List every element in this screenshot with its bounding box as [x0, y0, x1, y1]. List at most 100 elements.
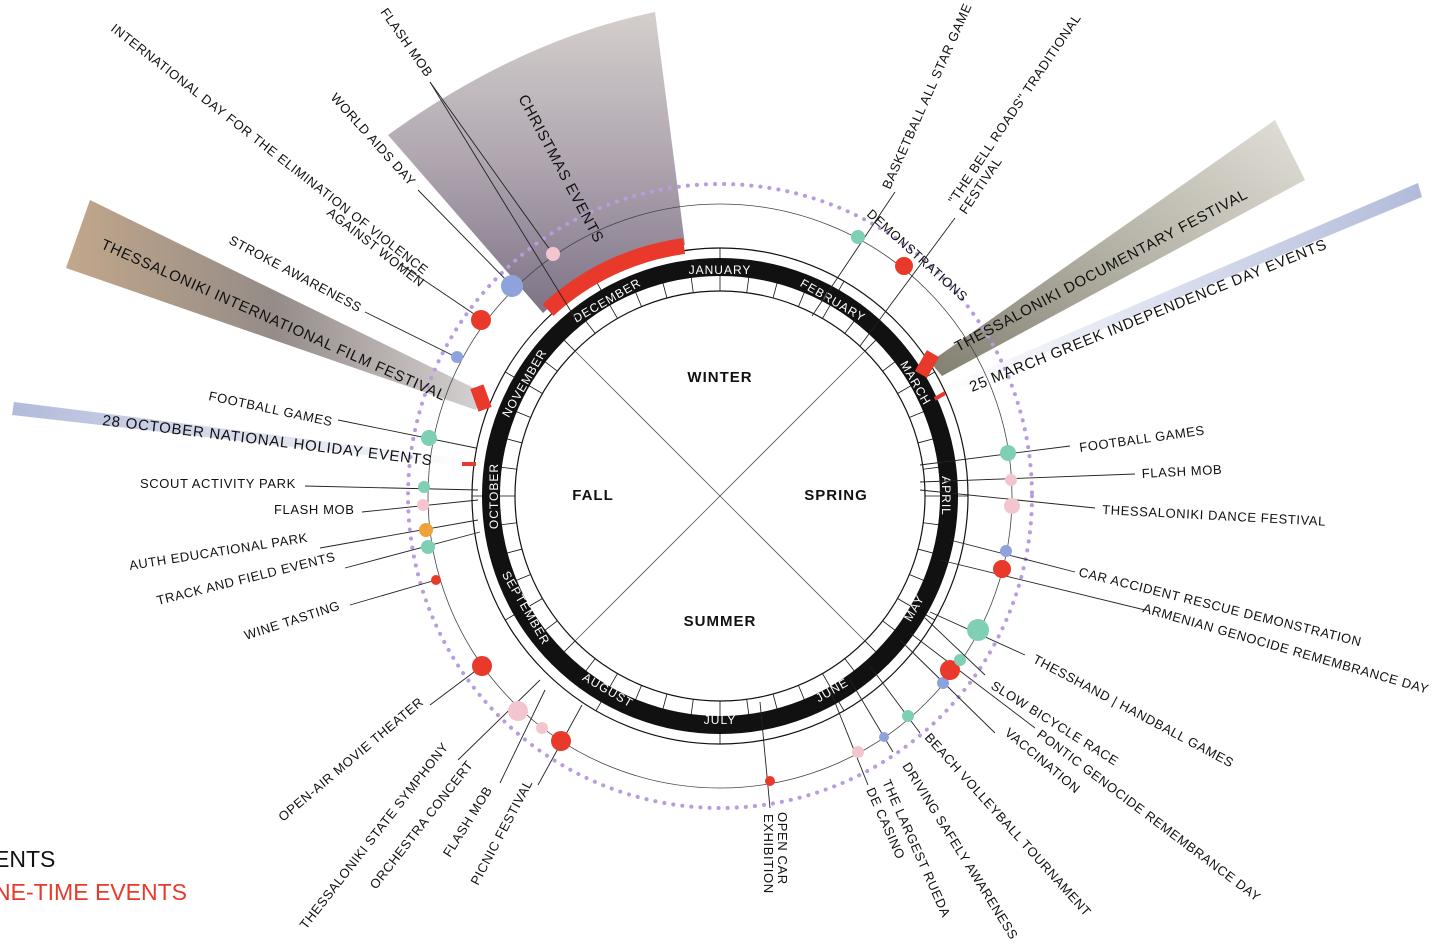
month-tick	[499, 574, 531, 588]
month-label-november: NOVEMBER	[499, 346, 549, 419]
month-tick	[772, 266, 782, 299]
month-tick	[864, 327, 889, 352]
driving-safely-marker	[879, 732, 889, 742]
month-tick	[746, 259, 752, 293]
month-tick	[658, 693, 668, 726]
legend-one-time-events: NE-TIME EVENTS	[0, 879, 187, 905]
month-tick	[917, 548, 950, 558]
stroke-awareness-marker	[451, 351, 463, 363]
month-tick	[864, 640, 889, 665]
month-tick	[822, 281, 845, 319]
month-label-october: OCTOBER	[487, 463, 501, 529]
rueda-marker	[852, 746, 864, 758]
month-tick	[897, 371, 935, 394]
label-international-day-2: AGAINST WOMEN	[324, 205, 427, 290]
month-tick	[909, 404, 941, 418]
documentary-bar	[914, 350, 940, 378]
auth-educational-park-marker	[419, 523, 433, 537]
event-markers	[417, 230, 1020, 786]
month-label-july: JULY	[704, 713, 736, 727]
month-tick	[505, 598, 543, 621]
month-tick	[490, 434, 523, 444]
outer-dotted-ring	[406, 182, 1034, 810]
month-ticks	[472, 248, 968, 744]
car-accident-marker	[1000, 545, 1012, 557]
month-tick	[595, 281, 618, 319]
oct28-bar	[462, 462, 476, 466]
christmas-photo-wedge	[388, 12, 685, 313]
month-tick	[798, 685, 812, 717]
pontic-genocide-marker	[940, 660, 960, 680]
label-demonstrations: DEMONSTRATIONS	[864, 206, 971, 304]
label-symphony-1: THESSALONIKI STATE SYMPHONY	[297, 739, 452, 931]
christmas-flash-mob-marker	[546, 247, 560, 261]
month-tick	[551, 327, 576, 352]
season-divider-2	[574, 350, 866, 642]
label-open-car-1: OPEN CAR	[775, 812, 790, 885]
season-winter: WINTER	[687, 369, 752, 386]
label-scout-activity-park: SCOUT ACTIVITY PARK	[140, 476, 296, 491]
wine-tasting-marker	[431, 575, 441, 585]
month-tick	[844, 658, 866, 686]
label-flash-mob-left: FLASH MOB	[274, 502, 355, 517]
month-tick	[490, 548, 523, 558]
month-tick	[688, 259, 694, 293]
month-tick	[882, 350, 910, 372]
label-dance-festival: THESSALONIKI DANCE FESTIVAL	[1102, 502, 1326, 529]
month-label-january: JANUARY	[689, 263, 752, 277]
month-tick	[483, 464, 517, 470]
month-tick	[595, 673, 618, 711]
label-football-games-left: FOOTBALL GAMES	[207, 388, 334, 429]
vaccination-marker	[937, 677, 949, 689]
bell-roads-marker	[895, 257, 913, 275]
violence-against-women-marker	[471, 310, 491, 330]
flash-mob-right-marker	[1005, 474, 1017, 486]
month-tick	[499, 404, 531, 418]
month-tick	[882, 620, 910, 642]
world-aids-day-marker	[501, 275, 523, 297]
open-air-movie-marker	[472, 656, 492, 676]
film-festival-bar	[470, 384, 492, 412]
scout-activity-park-marker	[418, 481, 430, 493]
basketball-marker	[851, 230, 865, 244]
picnic-festival-marker	[551, 731, 571, 751]
flash-mob-bottom-marker	[536, 722, 548, 734]
label-flash-mob-right: FLASH MOB	[1141, 462, 1222, 481]
month-tick	[897, 598, 935, 621]
season-fall: FALL	[572, 487, 614, 504]
dance-festival-marker	[1004, 498, 1020, 514]
march25-band	[942, 183, 1422, 394]
track-field-marker	[421, 540, 435, 554]
legend-annual-events: ENTS	[0, 846, 56, 872]
month-tick	[483, 522, 517, 528]
month-tick	[505, 371, 543, 394]
month-tick	[658, 266, 668, 299]
armenian-genocide-marker	[993, 560, 1011, 578]
beach-volleyball-marker	[902, 710, 914, 722]
label-open-car-2: EXHIBITION	[761, 814, 776, 894]
month-tick	[909, 574, 941, 588]
month-tick	[530, 350, 558, 372]
label-bell-roads-1: "THE BELL ROADS" TRADITIONAL	[945, 11, 1084, 207]
month-tick	[574, 658, 596, 686]
label-flash-mob-top: FLASH MOB	[378, 5, 436, 80]
label-football-games-right: FOOTBALL GAMES	[1078, 423, 1205, 455]
football-games-left-marker	[421, 430, 437, 446]
season-summer: SUMMER	[684, 613, 757, 630]
month-tick	[628, 275, 642, 307]
symphony-marker	[508, 701, 528, 721]
month-tick	[628, 685, 642, 717]
slow-bicycle-marker	[954, 654, 966, 666]
oct28-band	[12, 402, 472, 467]
season-spring: SPRING	[804, 487, 868, 504]
month-tick	[822, 673, 845, 711]
month-tick	[746, 699, 752, 733]
month-tick	[923, 522, 957, 528]
month-label-april: APRIL	[939, 476, 953, 516]
month-label-september: SEPTEMBER	[499, 569, 553, 648]
leader-lines	[304, 81, 1146, 809]
label-basketball: BASKETBALL ALL STAR GAME	[879, 1, 975, 191]
label-wine-tasting: WINE TASTING	[242, 598, 342, 643]
